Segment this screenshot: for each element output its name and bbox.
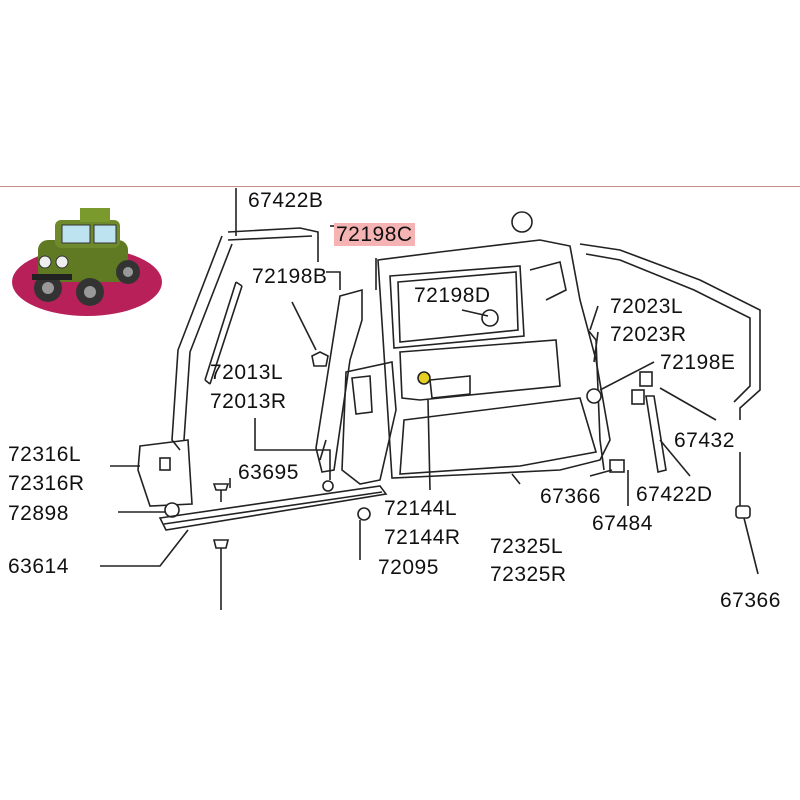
divider-line [0,186,800,187]
label-72316L[interactable]: 72316L [8,443,82,466]
label-72198C[interactable]: 72198C [334,223,415,246]
label-72013R[interactable]: 72013R [210,390,287,413]
label-63695[interactable]: 63695 [238,461,299,484]
label-67366-b[interactable]: 67366 [720,589,781,612]
label-72325R[interactable]: 72325R [490,563,567,586]
highlighted-part-label[interactable]: 72198C [334,223,415,246]
label-67422B[interactable]: 67422B [248,189,324,212]
label-67422D[interactable]: 67422D [636,483,713,506]
label-72023L[interactable]: 72023L [610,295,684,318]
label-72023R[interactable]: 72023R [610,323,687,346]
label-72144R[interactable]: 72144R [384,526,461,549]
label-72198D[interactable]: 72198D [414,284,491,307]
label-72095[interactable]: 72095 [378,556,439,579]
label-72198B[interactable]: 72198B [252,265,328,288]
label-67432[interactable]: 67432 [674,429,735,452]
label-72198E[interactable]: 72198E [660,351,736,374]
label-72013L[interactable]: 72013L [210,361,284,384]
label-63614[interactable]: 63614 [8,555,69,578]
label-72325L[interactable]: 72325L [490,535,564,558]
suv-thumbnail-icon [10,200,165,320]
label-72898[interactable]: 72898 [8,502,69,525]
label-72316R[interactable]: 72316R [8,472,85,495]
label-72144L[interactable]: 72144L [384,497,458,520]
label-67484[interactable]: 67484 [592,512,653,535]
label-67366-a[interactable]: 67366 [540,485,601,508]
